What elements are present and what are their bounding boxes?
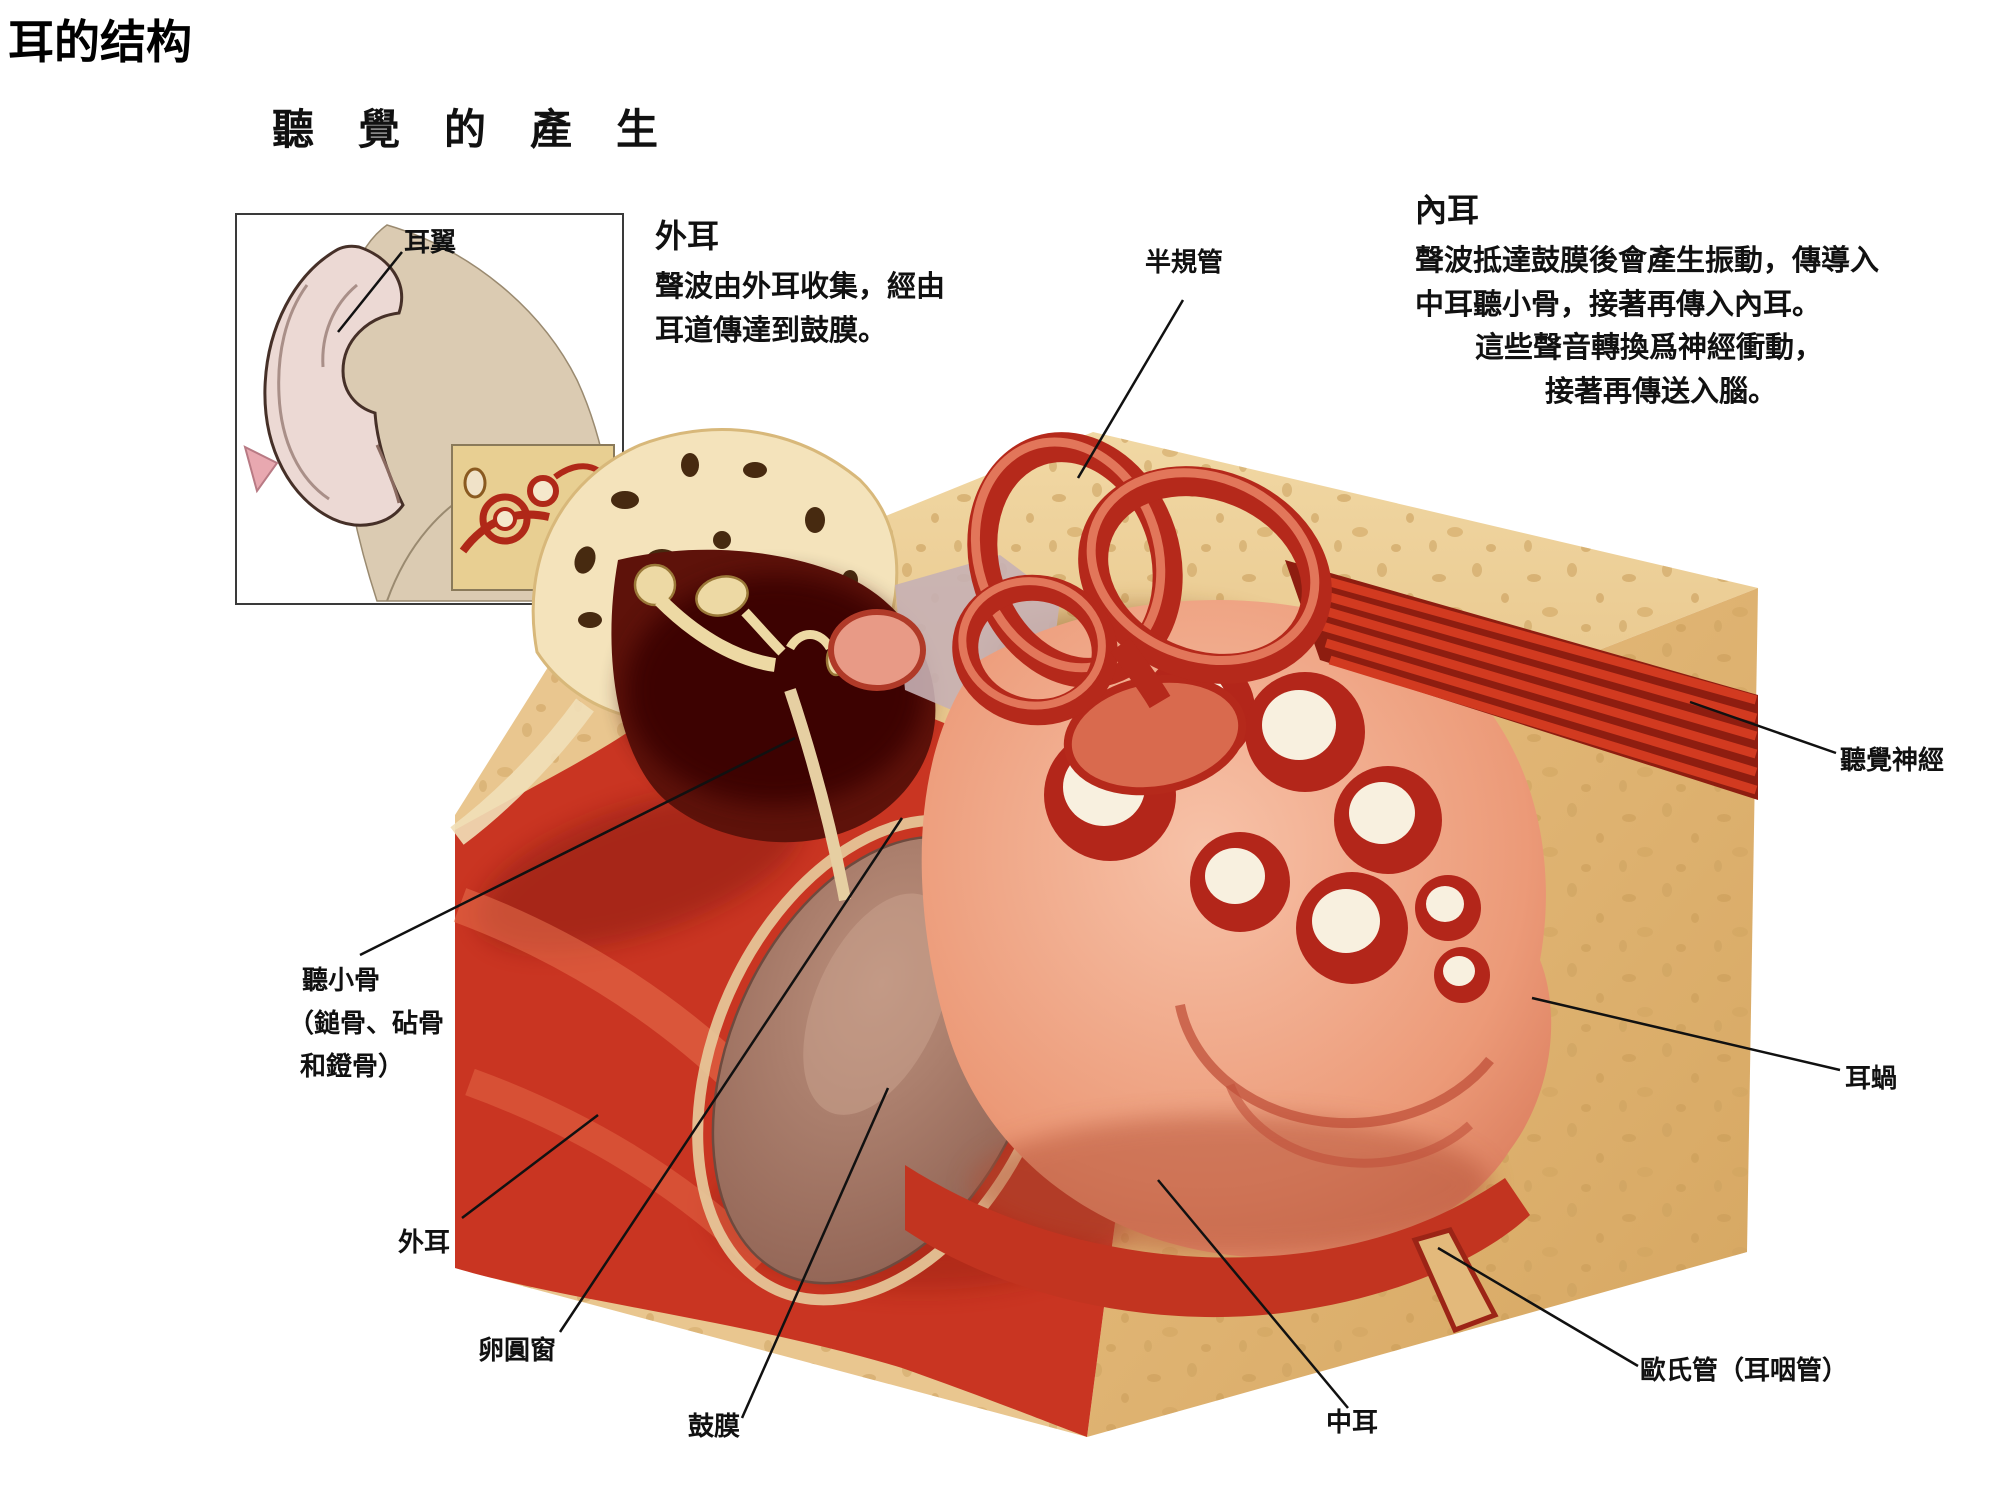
label-auditory-nerve: 聽覺神經: [1840, 746, 1945, 775]
label-ossicles-line-3: 和鐙骨）: [300, 1051, 405, 1081]
inner-ear-text-block: 內耳 聲波抵達鼓膜後會產生振動，傳導入 中耳聽小骨，接著再傳入內耳。 這些聲音轉…: [1415, 186, 1935, 414]
pinna-illustration: [243, 224, 621, 602]
nerve-fibers: [1285, 560, 1758, 800]
diagram-subtitle: 聽覺的產生: [272, 108, 703, 154]
pinna-shape: [263, 244, 405, 527]
inner-ear-line-2: 中耳聽小骨，接著再傳入內耳。: [1415, 288, 1822, 321]
label-oval-window: 卵圓窗: [478, 1336, 557, 1365]
malleus-handle: [784, 688, 851, 902]
outer-ear-line-1: 聲波由外耳收集，經由: [655, 271, 946, 303]
label-ossicles-line-1: 聽小骨: [302, 966, 381, 995]
label-eardrum: 鼓膜: [688, 1412, 741, 1441]
label-ossicles: 聽小骨 （鎚骨、砧骨 和鐙骨）: [288, 960, 444, 1089]
label-cochlea: 耳蝸: [1845, 1064, 1898, 1093]
outer-ear-text-block: 外耳 聲波由外耳收集，經由 耳道傳達到鼓膜。: [655, 212, 1035, 353]
earlobe-accent: [243, 445, 279, 494]
label-eustachian-tube: 歐氏管（耳咽管）: [1640, 1356, 1849, 1385]
outer-ear-heading: 外耳: [655, 218, 720, 254]
inner-ear-heading: 內耳: [1415, 192, 1480, 228]
label-outer-ear: 外耳: [398, 1228, 451, 1257]
oval-window-shape: [828, 609, 926, 691]
page-title: 耳的结构: [8, 16, 192, 68]
inner-ear-line-4: 接著再傳送入腦。: [1545, 375, 1778, 408]
outer-ear-line-2: 耳道傳達到鼓膜。: [655, 314, 888, 347]
semicircular-canals: [952, 432, 1332, 796]
label-middle-ear: 中耳: [1326, 1408, 1379, 1437]
eustachian-tube-shape: [905, 1165, 1530, 1334]
label-pinna: 耳翼: [404, 228, 457, 257]
inner-ear-line-3: 這些聲音轉換爲神經衝動，: [1475, 332, 1824, 364]
ossicles-group: [633, 563, 847, 677]
label-ossicles-line-2: （鎚骨、砧骨: [288, 1008, 445, 1038]
inner-ear-line-1: 聲波抵達鼓膜後會產生振動，傳導入: [1415, 245, 1880, 277]
label-semicircular-canals: 半規管: [1145, 248, 1224, 277]
leader-lines: [337, 251, 1841, 1419]
